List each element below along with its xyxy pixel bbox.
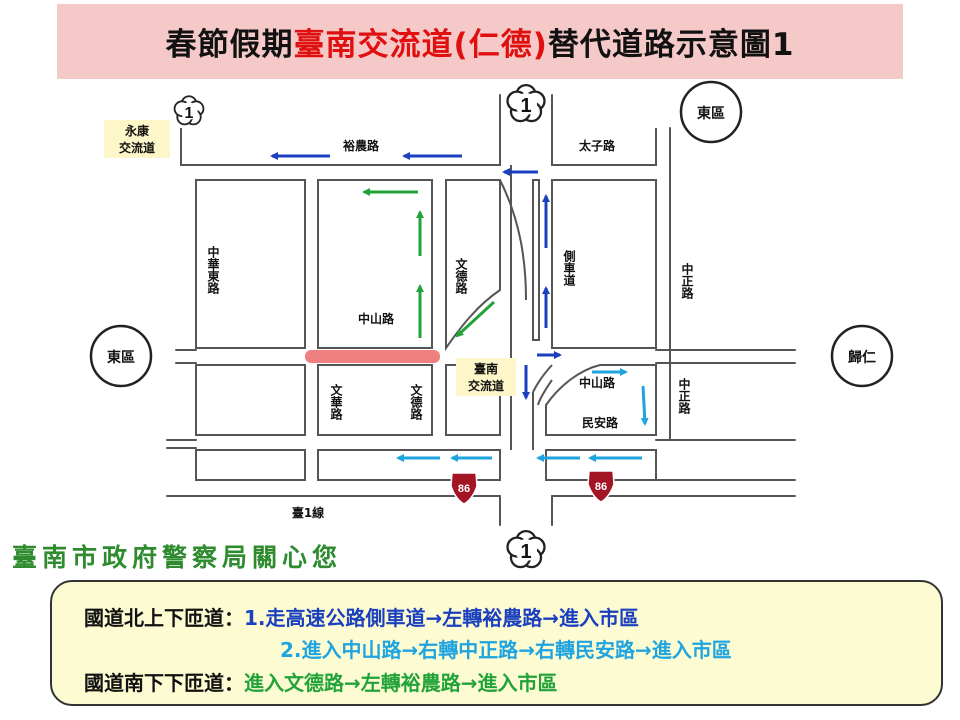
road-label-zhongzheng-bottom: 中正路 <box>677 377 691 415</box>
south-ramp-row: 國道南下下匝道：進入文德路→左轉裕農路→進入市區 <box>84 667 558 696</box>
yongkang-interchange-label: 永康 交流道 <box>104 120 170 158</box>
svg-text:臺南: 臺南 <box>474 361 498 376</box>
page-title: 春節假期臺南交流道(仁德)替代道路示意圖1 <box>165 27 795 63</box>
expressway-86-shield-icon: 86 <box>450 472 478 505</box>
road-label-wenhua: 文華路 <box>329 383 343 421</box>
north-ramp-row: 國道北上下匝道：1.走高速公路側車道→左轉裕農路→進入市區 <box>84 602 639 631</box>
svg-text:86: 86 <box>595 481 607 493</box>
svg-text:歸仁: 歸仁 <box>848 349 876 366</box>
green-route-arrows <box>362 188 496 338</box>
title-highlight: 臺南交流道(仁德) <box>293 27 548 63</box>
north-route-1: 1.走高速公路側車道→左轉裕農路→進入市區 <box>244 606 640 630</box>
svg-text:86: 86 <box>458 483 470 495</box>
svg-text:交流道: 交流道 <box>119 140 155 155</box>
svg-text:東區: 東區 <box>107 349 135 366</box>
south-ramp-label: 國道南下下匝道： <box>84 671 244 695</box>
road-label-zhonghua-east: 中華東路 <box>206 245 220 295</box>
road-label-zhongzheng-top: 中正路 <box>680 262 694 300</box>
place-east-district-top: 東區 <box>679 80 743 144</box>
road-label-yunong: 裕農路 <box>342 138 380 153</box>
place-guiren: 歸仁 <box>830 324 894 388</box>
blue-route-arrows <box>270 152 562 400</box>
north-route-2: 2.進入中山路→右轉中正路→右轉民安路→進入市區 <box>280 638 732 662</box>
south-route: 進入文德路→左轉裕農路→進入市區 <box>244 671 558 695</box>
road-label-wende-top: 文德路 <box>454 257 468 295</box>
svg-text:交流道: 交流道 <box>468 378 504 393</box>
freeway-shield-label-south: 1 <box>520 541 531 563</box>
svg-text:東區: 東區 <box>697 105 725 122</box>
road-label-side-lane: 側車道 <box>562 249 576 287</box>
tainan-interchange-label: 臺南 交流道 <box>456 358 516 396</box>
police-care-message: 臺南市政府警察局關心您 <box>12 543 343 572</box>
road-label-zhongshan-right: 中山路 <box>579 375 616 390</box>
freeway-corridor <box>499 165 553 450</box>
svg-text:永康: 永康 <box>124 123 150 138</box>
freeway-shield-label-north: 1 <box>520 95 531 117</box>
north-ramp-label: 國道北上下匝道： <box>84 606 244 630</box>
cyan-route-arrows <box>396 368 649 462</box>
route-notes-box: 國道北上下匝道：1.走高速公路側車道→左轉裕農路→進入市區 2.進入中山路→右轉… <box>50 580 943 706</box>
freeway-shield-label-yongkang: 1 <box>185 105 194 122</box>
road-label-tai1: 臺1線 <box>292 505 324 520</box>
title-banner: 春節假期臺南交流道(仁德)替代道路示意圖1 <box>57 4 903 79</box>
place-east-district-left: 東區 <box>89 324 153 388</box>
road-label-zhongshan-left: 中山路 <box>358 311 395 326</box>
road-label-wende-bottom: 文德路 <box>409 383 423 421</box>
outer-road-lines <box>166 94 796 526</box>
expressway-86-shield-icon: 86 <box>587 470 615 503</box>
closed-road-segment <box>305 350 440 363</box>
road-label-taizi: 太子路 <box>579 138 616 153</box>
road-label-minan: 民安路 <box>582 415 619 430</box>
